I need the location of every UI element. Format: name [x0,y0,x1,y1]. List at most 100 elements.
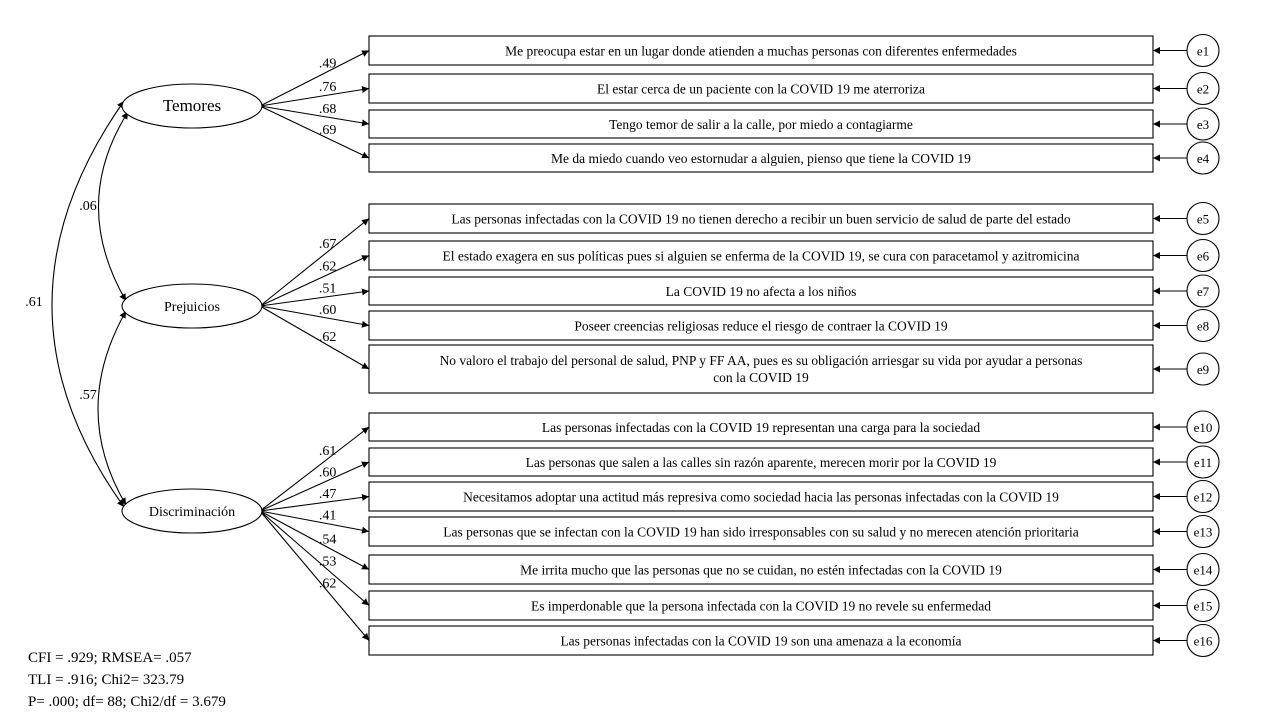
loading-path-arrow [259,305,370,328]
item-text: Las personas infectadas con la COVID 19 … [542,420,981,435]
correlation-arrow [98,111,129,302]
error-terms-layer: e1 e2 e3 e4 e5 e6 e7 e8 e9 e10 e11 e12 e13 e14 e15 e16 [1153,33,1220,658]
loading-value: .62 [319,260,337,275]
item-text: Es imperdonable que la persona infectada… [531,599,991,614]
item-text: Las personas infectadas con la COVID 19 … [560,634,961,649]
item-text: Las personas que salen a las calles sin … [526,455,997,470]
item-text: con la COVID 19 [713,370,809,385]
error-term-label: e12 [1194,490,1213,505]
latent-factor-ellipse [121,488,263,534]
latent-factor-ellipse [121,283,263,329]
item-box [368,310,1154,341]
item-box [368,109,1154,139]
correlation-layer: .06 .61 .57 [25,100,129,508]
item-box [368,73,1154,104]
error-term-label: e14 [1194,563,1213,578]
error-term-label: e4 [1197,151,1210,166]
latent-factor-label: Discriminación [149,505,235,520]
item-text: Necesitamos adoptar una actitud más repr… [463,490,1059,505]
loading-value: .68 [319,102,337,117]
error-term-label: e8 [1197,319,1209,334]
loading-value: .69 [319,123,337,138]
error-term-label: e5 [1197,212,1209,227]
loading-path-arrow [259,305,370,370]
item-text: Me da miedo cuando veo estornudar a algu… [551,151,971,166]
loading-paths-layer: .49 .76 .68 .69 .67 .62 .51 .60 .62 .61 .60 .47 .41.… [259,50,370,641]
error-term-label: e11 [1194,455,1212,470]
error-term-label: e6 [1197,249,1210,264]
item-box [368,590,1154,621]
loading-path-arrow [259,461,370,512]
item-text: Las personas infectadas con la COVID 19 … [451,212,1071,227]
loading-path-arrow [259,510,370,534]
loading-value: .49 [319,57,337,72]
error-term-label: e7 [1197,284,1210,299]
item-box [368,412,1154,442]
loading-value: .41 [319,509,337,524]
item-text: Las personas que se infectan con la COVI… [443,525,1078,540]
loading-path-arrow [259,510,370,606]
error-term-label: e3 [1197,117,1209,132]
item-box [368,447,1154,477]
loading-path-arrow [259,86,370,107]
error-term-label: e16 [1194,634,1213,649]
item-text: Me irrita mucho que las personas que no … [520,563,1002,578]
fit-index-line: TLI = .916; Chi2= 323.79 [28,672,184,688]
item-text: Tengo temor de salir a la calle, por mie… [609,117,913,132]
error-term-label: e13 [1194,525,1213,540]
loading-value: .60 [319,303,337,318]
correlation-value: .61 [25,295,43,310]
correlation-value: .57 [79,388,97,403]
loading-path-arrow [259,510,370,570]
loading-path-arrow [259,105,370,127]
observed-items-layer: Me preocupa estar en un lugar donde atie… [368,35,1154,656]
error-term-label: e15 [1194,599,1213,614]
fit-index-line: P= .000; df= 88; Chi2/df = 3.679 [28,694,226,710]
loading-path-arrow [259,493,370,512]
loading-path-arrow [259,255,370,307]
loading-value: .62 [319,576,337,591]
item-box [368,554,1154,585]
loading-value: .60 [319,466,337,481]
error-term-label: e1 [1197,44,1209,59]
item-text: Poseer creencias religiosas reduce el ri… [574,319,948,334]
item-text: La COVID 19 no afecta a los niños [666,284,857,299]
loading-value: .76 [319,80,337,95]
item-box [368,143,1154,173]
loading-path-arrow [259,218,370,307]
loading-value: .67 [319,237,337,252]
latent-factor-label: Temores [163,96,221,115]
loading-value: .53 [319,555,337,570]
loading-path-arrow [259,105,370,159]
loading-path-arrow [259,50,370,107]
loading-path-arrow [259,288,370,307]
loading-value: .47 [319,487,337,502]
item-box [368,203,1154,234]
item-box [368,240,1154,271]
error-term-label: e9 [1197,362,1209,377]
loading-value: .62 [319,330,337,345]
correlation-arrow [97,310,127,506]
correlation-arrow [51,100,125,508]
item-text: No valoro el trabajo del personal de sal… [440,353,1083,368]
loading-value: .51 [319,282,337,297]
latent-factor-label: Prejuicios [164,300,220,315]
error-term-label: e10 [1194,420,1213,435]
loading-value: .54 [319,532,337,547]
loading-path-arrow [259,510,370,641]
item-text: El estar cerca de un paciente con la COV… [597,82,925,97]
correlation-value: .06 [79,199,97,214]
item-box [368,35,1154,66]
error-term-label: e2 [1197,82,1209,97]
loading-path-arrow [259,426,370,512]
latent-factor-ellipse [121,83,263,129]
item-text: El estado exagera en sus políticas pues … [443,249,1080,264]
item-box [368,276,1154,306]
loading-value: .61 [319,444,337,459]
fit-index-line: CFI = .929; RMSEA= .057 [28,650,192,666]
item-box [368,344,1154,394]
item-text: Me preocupa estar en un lugar donde atie… [505,44,1017,59]
